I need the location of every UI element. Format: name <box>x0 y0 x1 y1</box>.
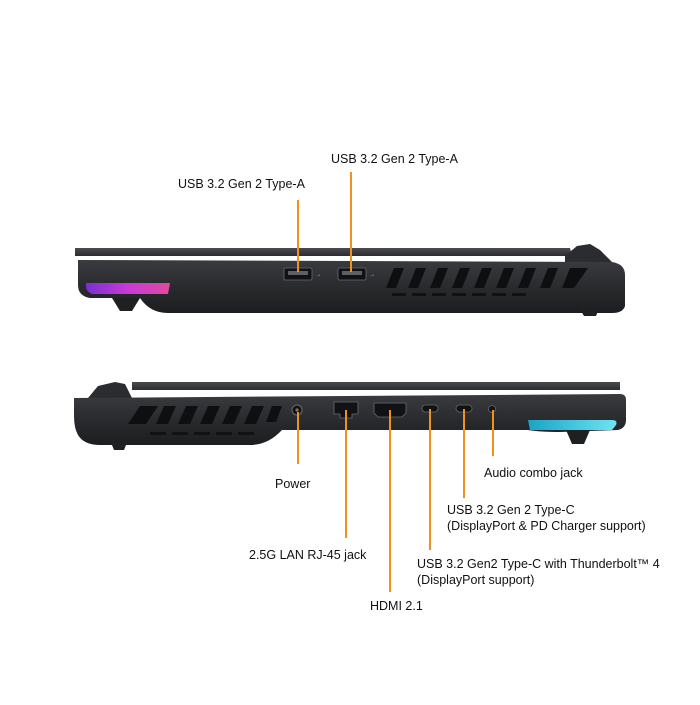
callout-lines <box>297 172 494 592</box>
vent-slots-left <box>386 268 588 288</box>
usb-a-port-2-tongue <box>342 271 362 275</box>
power-port-pin <box>295 408 299 412</box>
rgb-light-bar <box>528 420 617 430</box>
rear-foot <box>110 440 128 450</box>
label-usb-a-left: USB 3.2 Gen 2 Type-A <box>178 177 305 191</box>
label-audio: Audio combo jack <box>484 466 583 480</box>
label-lan: 2.5G LAN RJ-45 jack <box>249 548 367 562</box>
lid-edge <box>75 248 572 256</box>
lower-vents-left <box>392 293 526 296</box>
label-usb-a-right: USB 3.2 Gen 2 Type-A <box>331 152 458 166</box>
label-usb-c-line1: USB 3.2 Gen 2 Type-C <box>447 503 575 517</box>
label-thunderbolt-line2: (DisplayPort support) <box>417 573 535 587</box>
lower-vents-right <box>150 432 254 435</box>
rgb-light-bar <box>86 283 170 294</box>
laptop-right-side <box>74 382 626 450</box>
laptop-left-side: ⇢ ⇢ <box>75 244 625 316</box>
usb-a-1-icon: ⇢ <box>316 273 320 279</box>
lid-edge <box>132 382 620 390</box>
label-usb-c: USB 3.2 Gen 2 Type-C (DisplayPort & PD C… <box>447 502 646 534</box>
label-usb-c-line2: (DisplayPort & PD Charger support) <box>447 519 646 533</box>
hinge-bump <box>88 382 132 398</box>
front-foot <box>566 430 590 444</box>
usb-a-2-icon: ⇢ <box>370 273 374 279</box>
label-thunderbolt: USB 3.2 Gen2 Type-C with Thunderbolt™ 4 … <box>417 556 660 588</box>
front-foot <box>112 298 140 311</box>
usb-a-port-1-tongue <box>288 271 308 275</box>
vent-slots-right <box>128 406 282 424</box>
label-thunderbolt-line1: USB 3.2 Gen2 Type-C with Thunderbolt™ 4 <box>417 557 660 571</box>
label-power: Power <box>275 477 311 491</box>
label-hdmi: HDMI 2.1 <box>370 599 423 613</box>
rear-foot <box>578 306 600 316</box>
